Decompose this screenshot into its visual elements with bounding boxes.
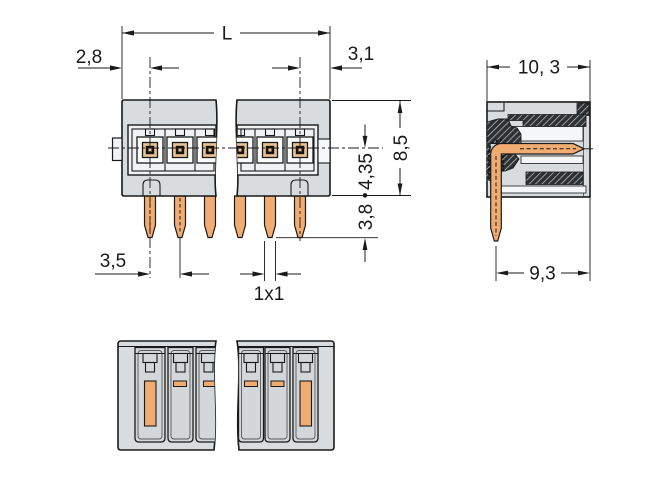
pin-socket	[196, 136, 217, 164]
pin	[233, 195, 247, 239]
dimension-3-1: 3,1	[272, 44, 374, 71]
bottom-channel-cell	[134, 346, 166, 443]
contact-bar	[143, 380, 157, 427]
dim-9-3-label: 9,3	[529, 264, 555, 285]
dim-3-1-label: 3,1	[348, 44, 374, 65]
side-view	[486, 101, 593, 242]
dimension-L: L	[121, 24, 331, 99]
bottom-channel-cell	[167, 346, 194, 443]
dimension-1x1: 1x1	[240, 271, 301, 305]
pin-socket	[256, 136, 284, 164]
pin	[203, 195, 217, 239]
knurl-dots	[487, 138, 505, 180]
bottom-left-details	[118, 345, 216, 443]
dim-2-8-label: 2,8	[76, 47, 102, 68]
dimension-4-35: 4,35	[356, 124, 377, 198]
bottom-channel-cell	[292, 346, 319, 443]
side-pin	[490, 142, 586, 242]
dim-3-5-label: 3,5	[100, 251, 126, 272]
front-view	[108, 57, 383, 281]
bottom-channel-cell	[195, 346, 216, 443]
hatch-corner	[576, 102, 590, 116]
pin-socket	[236, 136, 254, 164]
side-latch-left	[111, 137, 123, 162]
hatch-contact-left	[486, 143, 491, 181]
pin	[263, 195, 277, 239]
dimension-3-8: 3,8	[356, 204, 377, 262]
bottom-right-details	[237, 345, 334, 443]
dim-1x1-label: 1x1	[254, 284, 285, 305]
bottom-channel-cell	[264, 346, 291, 443]
dim-3-8-label: 3,8	[356, 204, 377, 230]
bottom-view	[117, 340, 335, 451]
hatch-lower-band	[525, 171, 584, 185]
dim-10-3-label: 10, 3	[518, 58, 560, 79]
bottom-channel-cell	[237, 346, 265, 443]
dim-8-5-label: 8,5	[391, 135, 412, 161]
dimension-9-3: 9,3	[495, 197, 591, 285]
dimension-8-5: 8,5	[332, 100, 412, 196]
contact-slot	[203, 380, 216, 387]
pin-socket	[166, 136, 194, 164]
side-latch-right	[317, 138, 330, 164]
dimension-3-5: 3,5	[95, 251, 209, 277]
dimension-2-8: 2,8	[76, 47, 179, 71]
dim-L-label: L	[222, 24, 233, 45]
bottom-channel	[500, 185, 587, 194]
contact-bar	[299, 380, 313, 427]
contact-slot	[173, 380, 187, 387]
dimension-10-3: 10, 3	[486, 58, 591, 101]
front-pins	[143, 195, 307, 239]
lower-channel	[520, 155, 584, 164]
dim-4-35-label: 4,35	[356, 153, 377, 190]
contact-slot	[270, 380, 285, 387]
pin-sockets	[136, 136, 314, 164]
contact-slot	[244, 380, 258, 387]
